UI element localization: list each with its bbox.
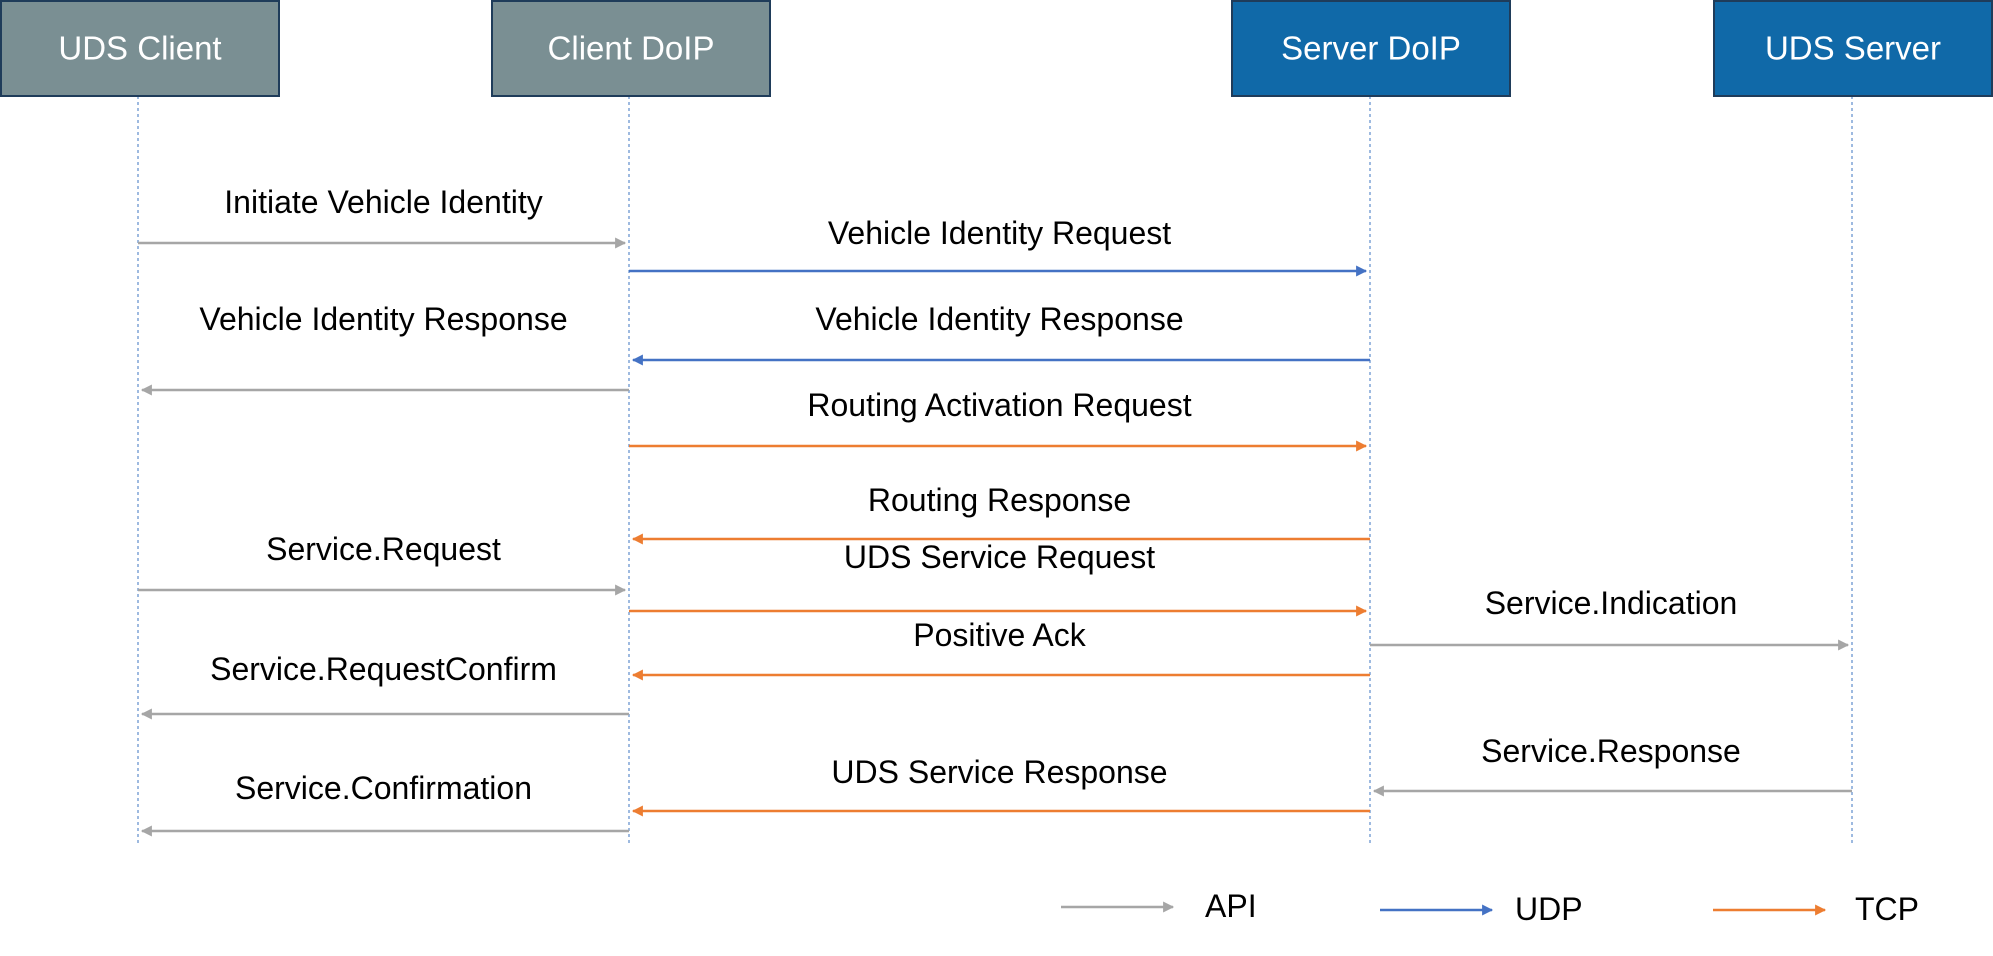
legend: API UDP TCP	[1061, 888, 1919, 927]
actor-box	[0, 0, 280, 97]
legend-item-api: API	[1061, 888, 1257, 924]
message-label: Vehicle Identity Request	[828, 215, 1171, 251]
legend-label: TCP	[1855, 891, 1919, 927]
actor-client-doip: Client DoIP	[491, 0, 771, 97]
actor-label: Client DoIP	[548, 30, 715, 67]
legend-label: API	[1205, 888, 1257, 924]
message-label: UDS Service Response	[831, 754, 1167, 790]
actor-label: Server DoIP	[1281, 30, 1461, 67]
message-udp: Vehicle Identity Response	[631, 301, 1370, 366]
message-api: Service.Confirmation	[140, 770, 629, 837]
actor-box	[491, 0, 771, 97]
message-api: Initiate Vehicle Identity	[138, 184, 627, 249]
message-label: Routing Response	[868, 482, 1131, 518]
message-label: Vehicle Identity Response	[815, 301, 1183, 337]
lifelines	[137, 96, 1853, 846]
actor-box	[1231, 0, 1511, 97]
message-label: Service.Indication	[1485, 585, 1738, 621]
message-label: Service.Request	[266, 531, 501, 567]
actor-uds-client: UDS Client	[0, 0, 280, 97]
message-api: Vehicle Identity Response	[140, 301, 629, 396]
message-label: Vehicle Identity Response	[199, 301, 567, 337]
message-label: Service.RequestConfirm	[210, 651, 557, 687]
actor-label: UDS Server	[1765, 30, 1941, 67]
legend-item-tcp: TCP	[1713, 891, 1919, 927]
message-tcp: Routing Response	[631, 482, 1370, 545]
message-label: Routing Activation Request	[807, 387, 1191, 423]
actor-label: UDS Client	[58, 30, 221, 67]
message-tcp: UDS Service Request	[629, 539, 1368, 617]
message-label: Positive Ack	[913, 617, 1087, 653]
message-api: Service.Request	[138, 531, 627, 596]
message-label: Service.Response	[1481, 733, 1741, 769]
legend-item-udp: UDP	[1380, 891, 1583, 927]
actor-server-doip: Server DoIP	[1231, 0, 1511, 97]
message-api: Service.Response	[1372, 733, 1852, 797]
legend-label: UDP	[1515, 891, 1583, 927]
message-label: Service.Confirmation	[235, 770, 532, 806]
message-tcp: Routing Activation Request	[629, 387, 1368, 452]
message-label: UDS Service Request	[844, 539, 1155, 575]
message-label: Initiate Vehicle Identity	[224, 184, 542, 220]
message-tcp: UDS Service Response	[631, 754, 1370, 817]
actor-box	[1713, 0, 1993, 97]
actor-uds-server: UDS Server	[1713, 0, 1993, 97]
message-udp: Vehicle Identity Request	[629, 215, 1368, 277]
message-tcp: Positive Ack	[631, 617, 1370, 681]
message-api: Service.Indication	[1370, 585, 1850, 651]
message-api: Service.RequestConfirm	[140, 651, 629, 720]
actors: UDS Client Client DoIP Server DoIP UDS Serv…	[0, 0, 1993, 97]
